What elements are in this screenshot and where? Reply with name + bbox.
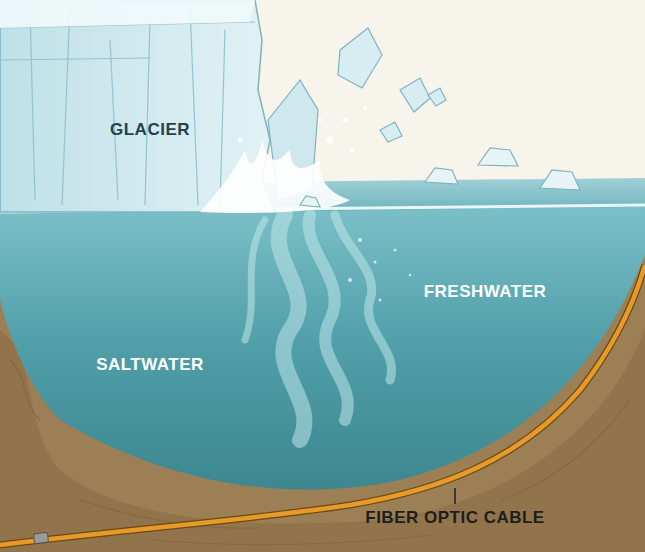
meltwater-plume bbox=[245, 215, 392, 440]
floating-ice bbox=[300, 148, 580, 207]
water-body bbox=[0, 205, 645, 490]
glacier-label: GLACIER bbox=[110, 120, 190, 140]
cable-joint bbox=[33, 532, 48, 544]
water-label: SALTWATER bbox=[96, 355, 204, 375]
water-label: FRESHWATER bbox=[424, 282, 547, 302]
splash bbox=[200, 106, 367, 213]
fiber-optic-cable bbox=[0, 265, 645, 545]
leader-line bbox=[454, 488, 456, 504]
cable-label: FIBER OPTIC CABLE bbox=[365, 508, 544, 528]
